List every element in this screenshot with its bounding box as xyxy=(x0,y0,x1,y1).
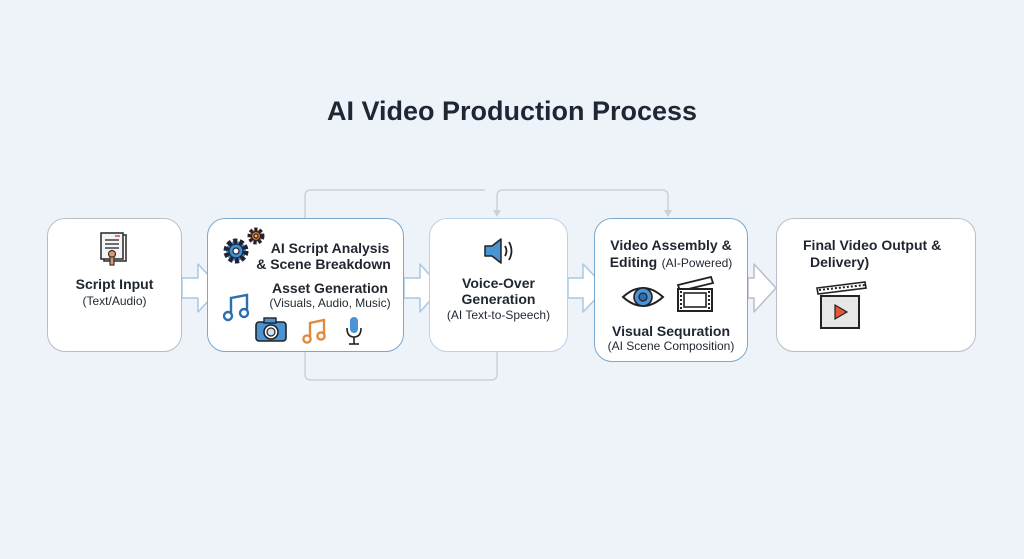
step-title: Script Input xyxy=(75,276,154,292)
film-strip-icon xyxy=(676,275,715,312)
feedback-line-top-left xyxy=(304,189,485,218)
step-title-sub: (AI-Powered) xyxy=(661,256,733,270)
step-subtitle: (AI Text-to-Speech) xyxy=(446,308,551,322)
feedback-line-bottom xyxy=(304,352,498,381)
music-note-icon xyxy=(302,318,326,344)
feedback-line-top-right xyxy=(496,189,669,212)
step-video-assembly-editing[interactable]: Video Assembly & Editing (AI-Powered) Vi… xyxy=(594,218,748,362)
step-title: & Scene Breakdown xyxy=(256,256,391,272)
step-final-video-output[interactable]: Final Video Output & Delivery) xyxy=(776,218,976,352)
eye-icon xyxy=(621,287,665,307)
step-title: Editing xyxy=(609,254,658,270)
step-subtitle: (Text/Audio) xyxy=(82,294,147,308)
speaker-icon xyxy=(484,238,513,264)
step-title: AI Script Analysis xyxy=(270,240,390,256)
microphone-icon xyxy=(346,317,362,345)
clapperboard-play-icon xyxy=(816,281,867,329)
step-title: Delivery) xyxy=(810,254,870,270)
step-title: Voice-Over xyxy=(462,275,535,291)
step-voice-over-generation[interactable]: Voice-Over Generation (AI Text-to-Speech… xyxy=(429,218,568,352)
page-title: AI Video Production Process xyxy=(326,96,698,126)
gears-icon xyxy=(223,227,265,264)
step-script-analysis-asset-generation[interactable]: AI Script Analysis & Scene Breakdown Ass… xyxy=(207,218,404,352)
step-title: Generation xyxy=(461,291,536,307)
music-note-icon xyxy=(222,293,250,322)
step-title-line: Editing (AI-Powered) xyxy=(595,254,747,271)
script-document-icon xyxy=(100,232,127,266)
arrowhead-down xyxy=(493,210,501,217)
step-title-2: Visual Sequration xyxy=(612,323,730,339)
step-script-input[interactable]: Script Input (Text/Audio) xyxy=(47,218,182,352)
step-subtitle: (AI Scene Composition) xyxy=(607,339,735,353)
flow-arrow-4 xyxy=(747,263,777,313)
step-title: Video Assembly & xyxy=(610,237,732,253)
step-subtitle: (Visuals, Audio, Music) xyxy=(269,296,391,310)
arrowhead-down xyxy=(664,210,672,217)
camera-icon xyxy=(255,317,287,342)
step-title: Final Video Output & xyxy=(803,237,942,253)
step-title-2: Asset Generation xyxy=(272,280,388,296)
